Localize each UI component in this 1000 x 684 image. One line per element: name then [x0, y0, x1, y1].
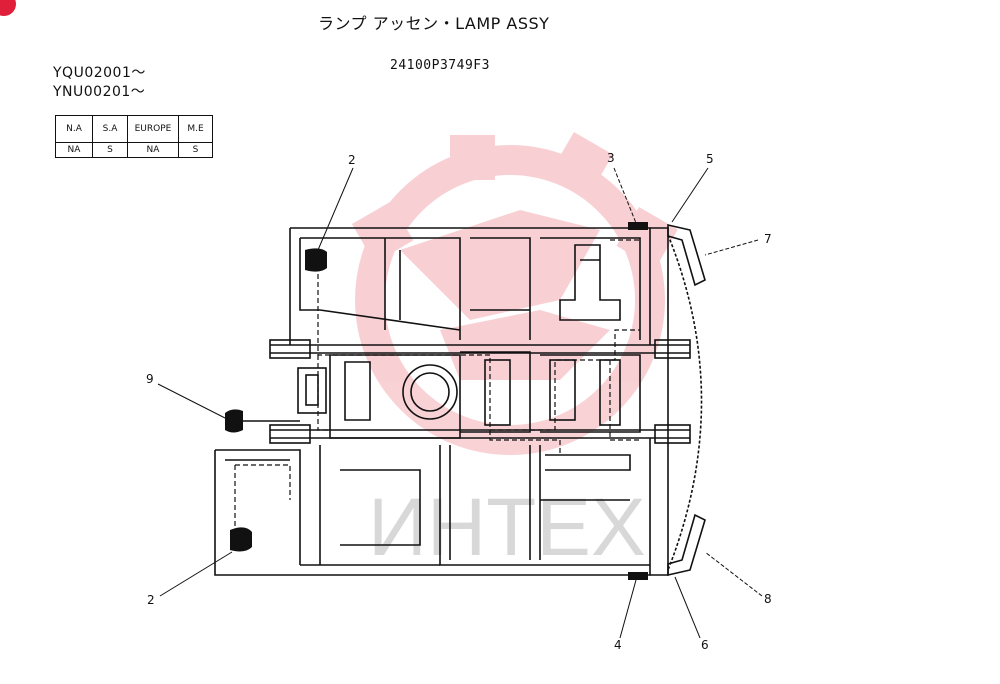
- callout-6: 6: [701, 638, 709, 652]
- callout-8: 8: [764, 592, 772, 606]
- serial-range-1: YQU02001～: [53, 65, 146, 81]
- watermark-logo: [351, 131, 678, 455]
- part-number: 24100P3749F3: [390, 58, 490, 73]
- callout-7: 7: [764, 232, 772, 246]
- rear-lamp-upper: [305, 248, 327, 272]
- serial-range-2: YNU00201～: [53, 84, 146, 100]
- page-title: ランプ アッセン・LAMP ASSY: [318, 14, 550, 33]
- callout-2-upper: 2: [348, 153, 356, 167]
- region-value-europe: NA: [127, 142, 179, 158]
- region-table: N.A S.A EUROPE M.E NA S NA S: [55, 115, 213, 158]
- rear-lamp-lower: [230, 527, 252, 552]
- callout-9: 9: [146, 372, 154, 386]
- watermark-text: ИНТЕХ: [368, 482, 646, 573]
- front-lamp-upper: [628, 222, 706, 287]
- region-value-me: S: [178, 142, 213, 158]
- work-lamp-left: [225, 409, 300, 433]
- front-lamp-lower: [628, 513, 706, 580]
- corner-badge: [0, 0, 16, 16]
- wiring-harness: [234, 239, 640, 540]
- callout-2-lower: 2: [147, 593, 155, 607]
- region-header-na: N.A: [55, 115, 93, 143]
- callout-4: 4: [614, 638, 622, 652]
- callout-5: 5: [706, 152, 714, 166]
- machine-frame: [214, 227, 703, 576]
- leader-lines: [157, 167, 763, 639]
- callout-3: 3: [607, 151, 615, 165]
